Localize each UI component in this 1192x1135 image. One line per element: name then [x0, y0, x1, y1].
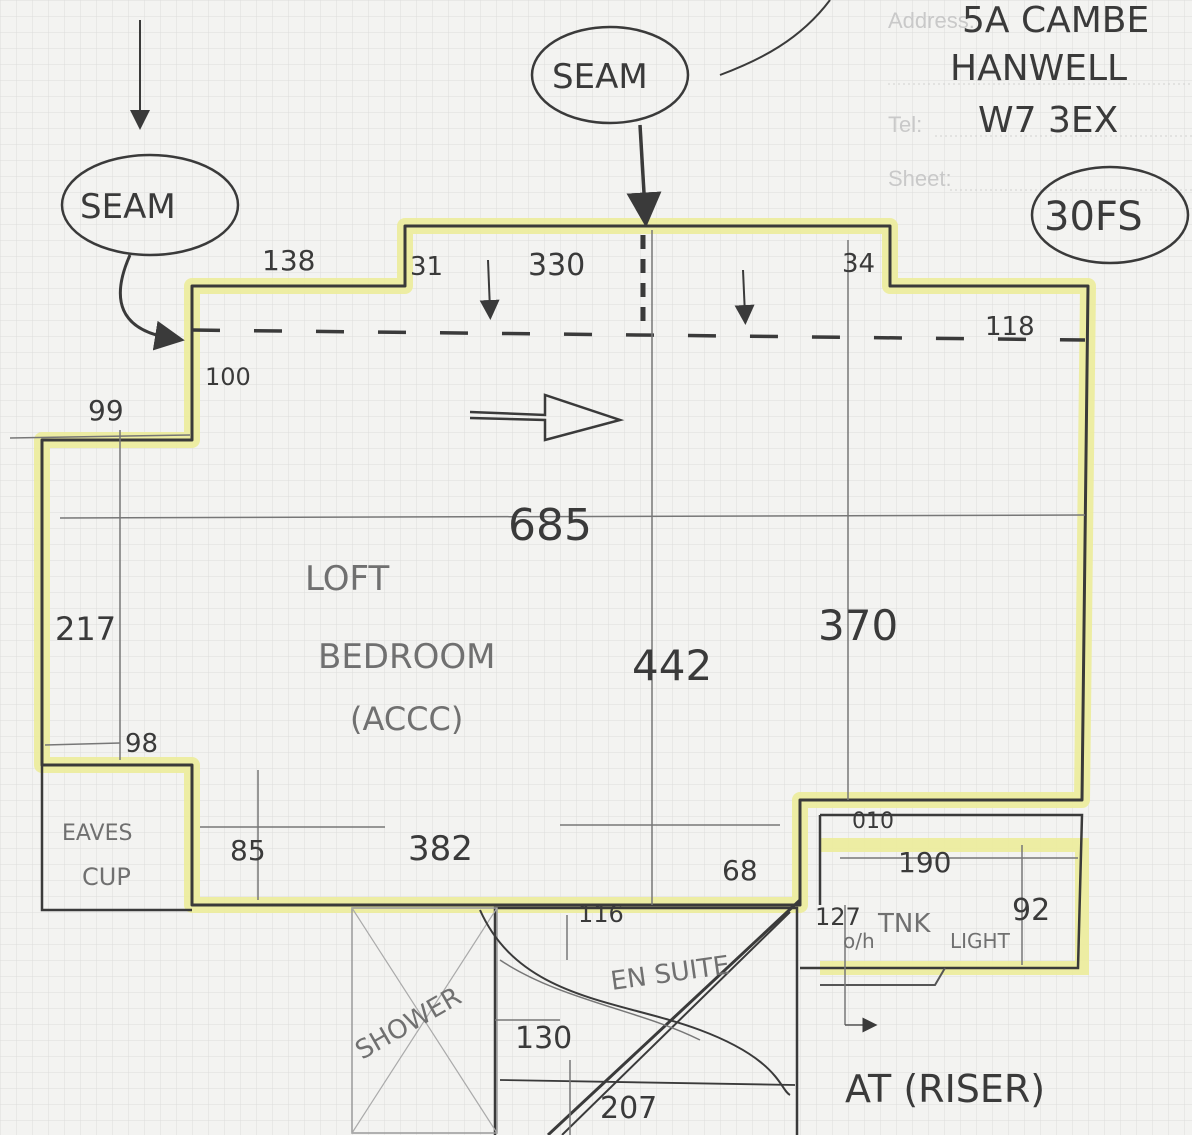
room-outline — [40, 224, 1090, 907]
dim-100: 100 — [205, 363, 251, 391]
direction-arrow — [469, 393, 625, 442]
address-line-2: HANWELL — [950, 48, 1127, 89]
measure-98 — [44, 742, 121, 746]
dim-98: 98 — [125, 729, 158, 759]
dim-190: 190 — [898, 846, 951, 879]
room-tank-line-2: TNK — [877, 909, 931, 939]
room-eaves-line-2: CUP — [82, 863, 131, 891]
dim-92: 92 — [1012, 893, 1050, 928]
dim-85: 85 — [230, 834, 266, 867]
code-tag-text: 30FS — [1044, 194, 1143, 240]
shower-cross-b — [351, 907, 498, 1134]
dim-31: 31 — [410, 252, 443, 282]
eaves-cupboard-outline — [40, 765, 192, 912]
ensuite-curve-b — [499, 959, 701, 1041]
address-line-3: W7 3EX — [978, 100, 1118, 141]
riser-note: AT (RISER) — [845, 1067, 1045, 1111]
dim-127: 127 — [815, 903, 861, 931]
room-loft-line-2: BEDROOM — [318, 637, 495, 677]
sheet-label: Sheet: — [888, 166, 952, 191]
dim-330: 330 — [528, 248, 585, 283]
dim-010: 010 — [852, 809, 894, 834]
arrow-seam-left — [118, 254, 185, 351]
address-label: Address: — [888, 8, 975, 33]
room-eaves-line-1: EAVES — [62, 821, 132, 846]
measure-99 — [9, 434, 191, 439]
room-loft-line-1: LOFT — [305, 559, 389, 599]
dim-68: 68 — [722, 854, 758, 887]
measure-685 — [59, 514, 1086, 519]
seam-line — [191, 328, 1086, 342]
dim-116: 116 — [578, 900, 624, 928]
dim-118: 118 — [985, 312, 1035, 342]
seam-tag-top — [530, 25, 690, 125]
arrow-down-2 — [734, 269, 755, 325]
ensuite-diagonal — [546, 898, 802, 1135]
dim-207: 207 — [600, 1091, 657, 1126]
dim-442: 442 — [632, 641, 712, 690]
room-loft-line-3: (ACCC) — [350, 700, 463, 738]
seam-tag-left-text: SEAM — [80, 187, 176, 227]
address-line-1: 5A CAMBE — [962, 0, 1149, 41]
seam-tag-top-text: SEAM — [552, 57, 648, 97]
dim-370: 370 — [818, 601, 898, 650]
room-tank-line-3: LIGHT — [950, 929, 1011, 953]
tank-cupboard-base — [820, 967, 946, 986]
dim-382: 382 — [408, 829, 473, 869]
ensuite-diagonal-2 — [561, 911, 791, 1135]
dim-130: 130 — [515, 1021, 572, 1056]
arrow-down-1 — [479, 259, 500, 320]
arrow-to-seam-tag — [719, 0, 831, 76]
dim-217: 217 — [55, 610, 116, 648]
seam-tag-left — [60, 153, 240, 257]
code-tag — [1030, 165, 1190, 265]
tank-cupboard-outline — [800, 813, 1084, 970]
arrow-seam-top — [626, 124, 662, 228]
ensuite-curve-a — [479, 909, 791, 1096]
dim-685: 685 — [508, 500, 592, 551]
dim-138: 138 — [262, 244, 315, 277]
dim-99: 99 — [88, 394, 124, 427]
tel-label: Tel: — [888, 112, 922, 137]
dim-34: 34 — [842, 249, 875, 279]
ensuite-inner-wall — [499, 1079, 796, 1086]
room-tank-line-1: o/h — [843, 929, 875, 953]
ensuite-outline — [493, 906, 799, 1135]
